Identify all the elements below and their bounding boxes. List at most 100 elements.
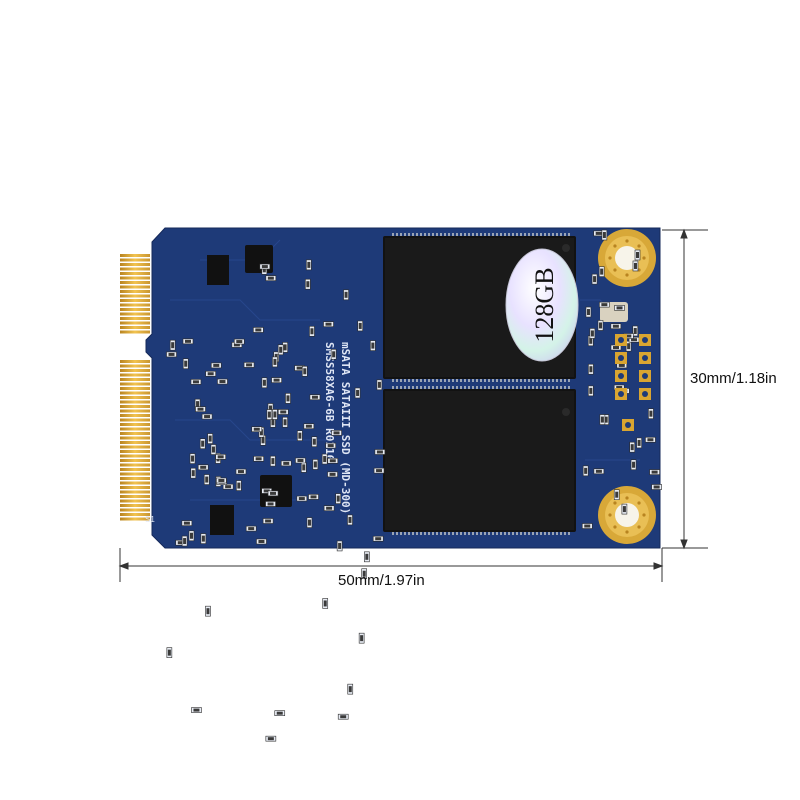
connector-finger [120, 441, 150, 444]
chip-pin [420, 233, 422, 236]
chip-pin [500, 386, 502, 389]
smd-body [184, 360, 188, 367]
chip-pin [416, 386, 418, 389]
chip-pin [444, 233, 446, 236]
chip-pin [428, 386, 430, 389]
chip-pin [452, 379, 454, 382]
edge-connector-bottom [120, 360, 150, 521]
chip-pin [520, 532, 522, 535]
smd-body [248, 527, 255, 531]
smd-body [593, 276, 597, 283]
chip-pin [536, 532, 538, 535]
chip-pin [548, 386, 550, 389]
connector-finger [120, 472, 150, 476]
chip-pin [504, 386, 506, 389]
connector-finger [120, 517, 150, 521]
chip-pin [456, 386, 458, 389]
smd-body [360, 635, 364, 642]
smd-body [329, 459, 336, 463]
chip-pin [424, 532, 426, 535]
chip-pin [560, 379, 562, 382]
test-pad-hole [618, 391, 624, 397]
smd-body [255, 457, 262, 461]
smd-body [356, 389, 360, 396]
chip-pin [516, 532, 518, 535]
chip-pin [468, 386, 470, 389]
smd-body [271, 458, 275, 465]
smd-body [333, 431, 340, 435]
chip-pin [444, 386, 446, 389]
smd-body [584, 524, 591, 528]
connector-finger [120, 400, 150, 404]
smd-body [633, 327, 637, 334]
chip-pin [424, 233, 426, 236]
chip-pin [520, 233, 522, 236]
passive-components [166, 229, 662, 742]
smd-body [323, 456, 327, 463]
test-pad-hole [642, 391, 648, 397]
smd-body [296, 366, 303, 370]
connector-finger [120, 481, 150, 485]
smd-body [630, 444, 634, 451]
chip-pin [540, 532, 542, 535]
smd-body [280, 410, 287, 414]
smd-body [633, 262, 637, 269]
connector-finger [120, 285, 150, 289]
chip-pin [452, 233, 454, 236]
via [613, 501, 617, 505]
chip-pin [540, 379, 542, 382]
chip-pin [400, 386, 402, 389]
chip-pin [464, 233, 466, 236]
chip-pin [512, 379, 514, 382]
chip-pin [508, 233, 510, 236]
via [613, 525, 617, 529]
smd-body [207, 372, 214, 376]
smd-body [269, 405, 273, 412]
chip-pin [444, 532, 446, 535]
chip-pin [400, 532, 402, 535]
test-pad-hole [618, 337, 624, 343]
chip-pin [400, 233, 402, 236]
via [637, 244, 641, 248]
smd-body [236, 340, 243, 344]
smd-body [336, 495, 340, 502]
chip-pin [568, 233, 570, 236]
smd-body [267, 276, 274, 280]
smd-body [653, 485, 660, 489]
connector-finger [120, 409, 150, 413]
connector-finger [120, 432, 150, 435]
connector-finger [120, 486, 150, 489]
chip-pin [564, 532, 566, 535]
chip-pin [408, 386, 410, 389]
chip-pin [452, 532, 454, 535]
connector-finger [120, 468, 150, 471]
connector-finger [120, 290, 150, 293]
smd-body [362, 570, 366, 577]
test-pad-hole [618, 373, 624, 379]
smd-body [622, 506, 626, 513]
chip-pin [392, 379, 394, 382]
chip-pin [480, 386, 482, 389]
chip-pin [416, 532, 418, 535]
test-pads [615, 334, 651, 431]
connector-finger [120, 312, 150, 316]
chip-pin [556, 386, 558, 389]
chip-pin [516, 233, 518, 236]
chip-pin [412, 233, 414, 236]
chip-pin [408, 532, 410, 535]
smd-body [595, 231, 602, 235]
smd-body [310, 495, 317, 499]
chip-pin [568, 379, 570, 382]
chip-pin [564, 233, 566, 236]
smd-body [283, 344, 287, 351]
chip-pin [432, 233, 434, 236]
smd-body [307, 519, 311, 526]
connector-finger [120, 369, 150, 372]
smd-body [208, 435, 212, 442]
chip-pin [448, 379, 450, 382]
smd-body [261, 265, 268, 269]
chip-pin [416, 233, 418, 236]
smd-body [365, 553, 369, 560]
smd-body [273, 411, 277, 418]
chip-pin [480, 233, 482, 236]
